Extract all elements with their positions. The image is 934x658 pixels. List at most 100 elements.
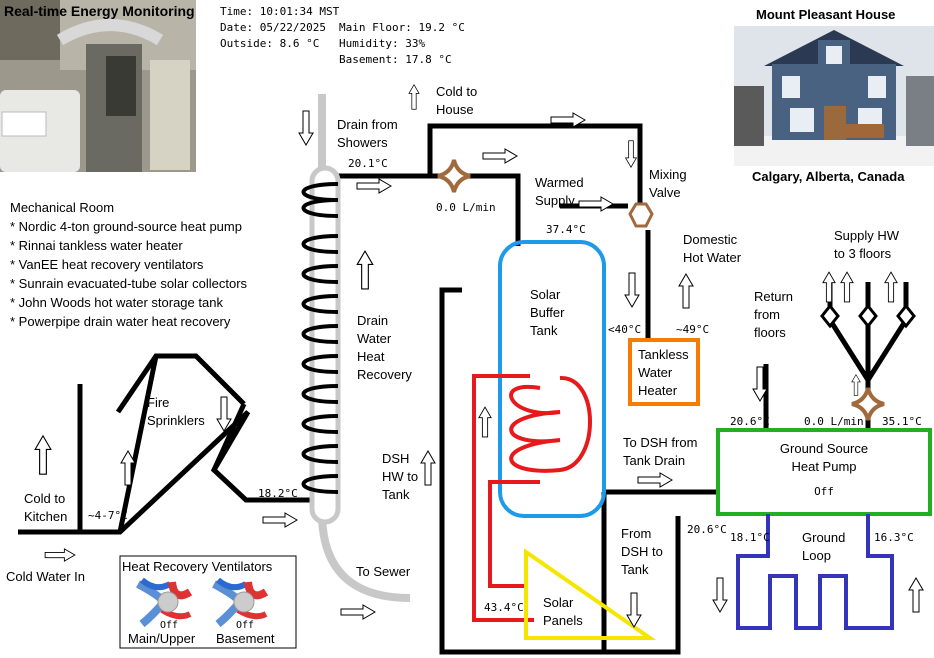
ground-loop <box>736 514 894 630</box>
main-floor-temp: Main Floor: 19.2 °C <box>339 21 465 34</box>
valve-icon <box>437 159 471 193</box>
hrv-main-status: Off <box>160 620 179 631</box>
flow-rate-main: 0.0 L/min <box>436 201 496 214</box>
house-photo <box>734 26 934 166</box>
flow-arrow-up-icon <box>908 577 924 613</box>
date-readout: Date: 05/22/2025 <box>220 21 326 34</box>
warmed-supply-temp: 37.4°C <box>546 223 586 236</box>
flow-arrow-up-icon <box>420 450 436 486</box>
flow-arrow-up-icon <box>822 271 836 303</box>
dsh-return-temp: 20.6°C <box>687 523 727 536</box>
solar-loop-temp: 43.4°C <box>484 601 524 614</box>
flow-arrow-down-icon <box>216 396 232 432</box>
dwhr-label: Drain Water Heat Recovery <box>357 313 412 382</box>
mixing-valve-label: Mixing Valve <box>649 167 687 200</box>
cold-to-house-label: Cold to House <box>436 84 478 117</box>
fan-icon <box>136 577 193 628</box>
cold-to-kitchen-label: Cold to Kitchen <box>24 491 68 524</box>
solar-buffer-tank-label: Solar Buffer Tank <box>530 287 565 338</box>
return-from-floors-label: Return from floors <box>754 289 794 340</box>
time-readout: Time: 10:01:34 MST <box>220 5 340 18</box>
valve-icon <box>851 387 885 421</box>
flow-arrow-right-icon <box>578 196 614 212</box>
flow-arrow-up-icon <box>408 84 420 110</box>
solar-loop <box>472 374 592 622</box>
tankless-heater-label: Tankless Water Heater <box>638 347 689 398</box>
hrv-title: Heat Recovery Ventilators <box>122 559 273 574</box>
dwhr-coil <box>301 182 339 494</box>
hrv-panel <box>119 555 297 649</box>
mixing-valve-icon <box>628 202 654 228</box>
list-item: * VanEE heat recovery ventilators <box>10 257 204 272</box>
to-dsh-from-tank-label: To DSH from Tank Drain <box>623 435 698 468</box>
dsh-hw-to-tank-label: DSH HW to Tank <box>382 451 419 502</box>
warmed-supply-label: Warmed Supply <box>535 175 584 208</box>
hrv-basement-status: Off <box>236 620 255 631</box>
flow-arrow-up-icon <box>840 271 854 303</box>
tankless-heater-box <box>628 338 700 406</box>
ground-loop-left-temp: 18.1°C <box>730 531 770 544</box>
to-sewer-label: To Sewer <box>356 564 411 579</box>
mix-temp-limit: <40°C <box>608 323 642 336</box>
ground-loop-label: Ground Loop <box>802 530 846 563</box>
house-name: Mount Pleasant House <box>756 7 896 22</box>
heat-pump-supply-temp: 35.1°C <box>882 415 922 428</box>
supply-hw-label: Supply HW to 3 floors <box>834 228 900 261</box>
sprinkler-line-temp: 18.2°C <box>258 487 298 500</box>
hrv-basement-label: Basement <box>216 631 275 646</box>
flow-arrow-right-icon <box>340 604 376 620</box>
outside-temp: Outside: 8.6 °C <box>220 37 320 50</box>
diamond-icon <box>896 303 916 329</box>
flow-arrow-down-icon <box>624 272 640 308</box>
flow-arrow-right-icon <box>262 512 298 528</box>
flow-arrow-up-icon <box>678 273 694 309</box>
solar-panels <box>524 548 657 640</box>
kitchen-temp: ~4-7°C <box>88 509 128 522</box>
heat-pump-status: Off <box>814 485 834 498</box>
page-title: Real-time Energy Monitoring <box>4 3 195 19</box>
flow-arrow-right-icon <box>356 178 392 194</box>
solar-panels-label: Solar Panels <box>543 595 583 628</box>
heat-pump-box <box>716 428 932 516</box>
heat-pump-return-temp: 20.6°C <box>730 415 770 428</box>
list-item: * Sunrain evacuated-tube solar collector… <box>10 276 248 291</box>
heat-pump-flow-rate: 0.0 L/min <box>804 415 864 428</box>
flow-arrow-right-icon <box>482 148 518 164</box>
flow-arrow-up-icon <box>851 374 861 396</box>
flow-arrow-down-icon <box>625 140 637 168</box>
drain-temp: 20.1°C <box>348 157 388 170</box>
domestic-hot-water-label: Domestic Hot Water <box>683 232 742 265</box>
house-photo-art <box>734 26 934 166</box>
list-item: * John Woods hot water storage tank <box>10 295 223 310</box>
list-item: * Powerpipe drain water heat recovery <box>10 314 231 329</box>
list-item: * Nordic 4-ton ground-source heat pump <box>10 219 242 234</box>
drain-from-showers-label: Drain from Showers <box>337 117 398 150</box>
house-location: Calgary, Alberta, Canada <box>752 169 905 184</box>
flow-arrow-down-icon <box>712 577 728 613</box>
flow-arrow-right-icon <box>637 472 673 488</box>
from-dsh-to-tank-label: From DSH to Tank <box>621 526 663 577</box>
heat-pump-label: Ground Source Heat Pump <box>779 441 869 474</box>
flow-arrow-up-icon <box>34 435 52 475</box>
mechanical-room-photo <box>0 0 196 172</box>
flow-arrow-up-icon <box>356 250 374 290</box>
flow-arrow-right-icon <box>44 548 76 562</box>
fan-icon <box>212 577 269 628</box>
hrv-main-label: Main/Upper <box>128 631 196 646</box>
mechanical-room-list: Mechanical Room * Nordic 4-ton ground-so… <box>10 198 247 331</box>
diamond-icon <box>858 303 878 329</box>
tankless-out-temp: ~49°C <box>676 323 710 336</box>
flow-arrow-down-icon <box>298 110 314 146</box>
humidity-readout: Humidity: 33% <box>339 37 426 50</box>
cold-water-in-label: Cold Water In <box>6 569 85 584</box>
basement-temp: Basement: 17.8 °C <box>339 53 452 66</box>
list-item: * Rinnai tankless water heater <box>10 238 183 253</box>
flow-arrow-up-icon <box>884 271 898 303</box>
flow-arrow-up-icon <box>478 406 492 438</box>
ground-loop-right-temp: 16.3°C <box>874 531 914 544</box>
solar-buffer-tank <box>498 240 606 518</box>
mechanical-room-photo-art <box>0 0 196 172</box>
fire-sprinklers-label: Fire Sprinklers <box>147 395 205 428</box>
